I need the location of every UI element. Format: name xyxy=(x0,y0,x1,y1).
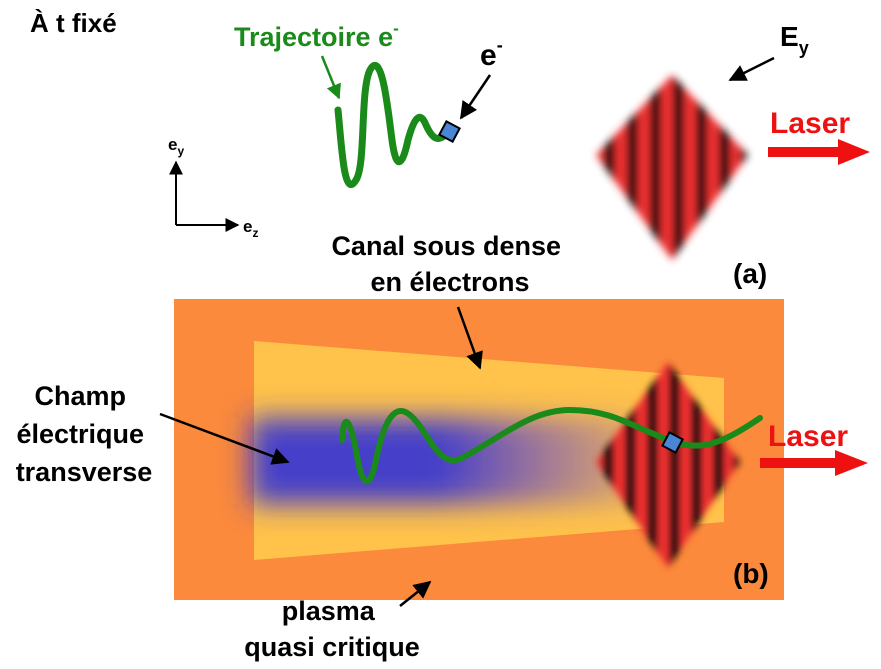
electron-trajectory-a xyxy=(334,62,454,188)
field-label-text: E xyxy=(780,21,799,52)
field-description-line1: Champ xyxy=(34,381,126,411)
axis-z-text: e xyxy=(243,217,252,236)
electron-pointer xyxy=(459,74,492,120)
laser-pulse-a xyxy=(596,75,748,260)
panel-b: Laser (b) xyxy=(174,299,868,600)
channel-pointer xyxy=(456,306,483,370)
axis-z-label: ez xyxy=(243,217,258,240)
channel-label-line2: en électrons xyxy=(370,267,529,297)
channel-label-line1: Canal sous dense xyxy=(331,231,561,261)
panel-a-label: (a) xyxy=(733,258,767,289)
field-label-sub: y xyxy=(799,38,809,58)
plasma-pointer xyxy=(399,580,432,607)
field-description: Champ électrique transverse xyxy=(16,381,153,487)
laser-label-a: Laser xyxy=(770,107,850,140)
field-description-pointer xyxy=(159,412,290,465)
trajectory-label: Trajectoire e- xyxy=(234,19,399,52)
laser-label-b: Laser xyxy=(768,420,848,453)
trajectory-label-pointer xyxy=(320,55,341,100)
plasma-label-line1: plasma xyxy=(282,596,376,626)
trajectory-label-text: Trajectoire e xyxy=(234,22,393,52)
electron-label: e- xyxy=(480,35,503,72)
plasma-label: plasma quasi critique xyxy=(244,596,420,662)
time-fixed-label: À t fixé xyxy=(30,8,117,38)
axis-z-sub: z xyxy=(252,226,258,240)
field-description-line3: transverse xyxy=(16,457,153,487)
channel-label: Canal sous dense en électrons xyxy=(331,231,568,297)
trajectory-label-sup: - xyxy=(393,19,399,38)
field-label: Ey xyxy=(780,21,809,58)
electron-marker-b xyxy=(661,431,684,454)
axis-y-sub: y xyxy=(177,144,184,158)
field-pointer xyxy=(728,56,775,82)
electron-trajectory-b xyxy=(339,406,763,485)
field-description-line2: électrique xyxy=(16,419,144,449)
axis-y-label: ey xyxy=(168,135,184,158)
electron-label-sup: - xyxy=(497,35,503,55)
panel-b-label: (b) xyxy=(733,558,769,589)
annotations: Canal sous dense en électrons Champ élec… xyxy=(16,231,568,662)
plasma-label-line2: quasi critique xyxy=(244,632,420,662)
electron-marker-a xyxy=(438,120,461,143)
axes: ey ez xyxy=(168,135,258,240)
laser-arrow-b xyxy=(760,450,868,476)
axis-y-text: e xyxy=(168,135,177,154)
laser-arrow-a xyxy=(768,139,870,165)
electron-label-text: e xyxy=(480,39,497,72)
